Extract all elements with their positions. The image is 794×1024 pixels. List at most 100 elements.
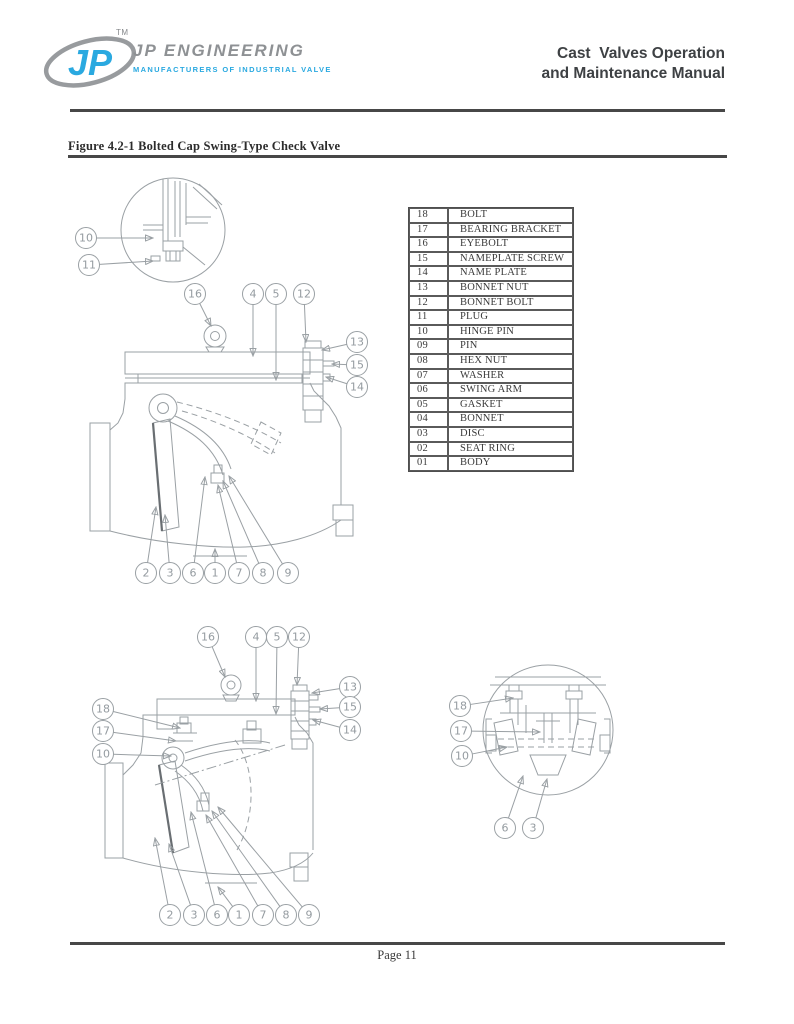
part-name: SEAT RING (448, 441, 573, 457)
callout-number: 10 (79, 232, 93, 245)
callout-circle (339, 719, 361, 741)
part-name: BEARING BRACKET (448, 222, 573, 238)
logo-company-name: JP ENGINEERING (133, 41, 305, 60)
callout-5: 5 (266, 626, 288, 715)
callout-number: 6 (190, 567, 197, 580)
callout-number: 3 (191, 909, 198, 922)
logo-tagline: MANUFACTURERS OF INDUSTRIAL VALVE (133, 65, 332, 74)
callout-circle (204, 562, 226, 584)
callout-leader (199, 303, 211, 326)
callout-circle (288, 626, 310, 648)
callout-circle (75, 227, 97, 249)
part-name: DISC (448, 426, 573, 442)
callout-16: 16 (197, 626, 226, 678)
callout-circle (183, 904, 205, 926)
part-number: 02 (409, 441, 448, 457)
callout-circle (265, 283, 287, 305)
document-title-line2: and Maintenance Manual (541, 65, 725, 83)
part-number: 05 (409, 397, 448, 413)
callout-number: 16 (201, 631, 215, 644)
callout-leader (297, 647, 299, 685)
jp-logo: JP (43, 36, 137, 88)
part-name: BONNET BOLT (448, 295, 573, 311)
callout-circle (184, 283, 206, 305)
part-name: EYEBOLT (448, 237, 573, 252)
callout-leader (223, 481, 260, 564)
callout-leader (211, 646, 225, 677)
callout-12: 12 (288, 626, 310, 686)
callout-number: 3 (167, 567, 174, 580)
callout-17: 17 (450, 720, 541, 742)
callout-leader (312, 688, 340, 693)
callout-circle (450, 720, 472, 742)
figure-caption: Figure 4.2-1 Bolted Cap Swing-Type Check… (68, 139, 341, 153)
callout-leader (332, 364, 347, 365)
caption-rule (68, 155, 727, 158)
callout-circle (346, 376, 368, 398)
footer-rule (70, 942, 725, 945)
callout-15: 15 (320, 696, 361, 718)
valve-body-closed (89, 324, 354, 557)
callout-13: 13 (322, 331, 368, 353)
document-title-line1: Cast Valves Operation (557, 45, 725, 62)
callout-leader (191, 812, 215, 905)
part-number: 15 (409, 251, 448, 267)
part-number: 18 (409, 208, 448, 223)
callout-number: 16 (188, 288, 202, 301)
part-number: 01 (409, 456, 448, 471)
part-number: 17 (409, 222, 448, 238)
part-name: NAME PLATE (448, 266, 573, 281)
callout-leader (193, 477, 205, 563)
callout-circle (522, 817, 544, 839)
callout-7: 7 (206, 815, 274, 926)
part-number: 03 (409, 426, 448, 442)
part-name: PIN (448, 339, 573, 354)
callout-leader (147, 507, 156, 563)
callout-circle (346, 331, 368, 353)
logo-text-block: JP ENGINEERING MANUFACTURERS OF INDUSTRI… (133, 41, 332, 74)
callout-number: 12 (297, 288, 311, 301)
callout-18: 18 (92, 698, 181, 729)
callout-2: 2 (135, 507, 157, 584)
callout-3: 3 (522, 779, 548, 839)
callout-18: 18 (449, 695, 514, 717)
part-number: 08 (409, 353, 448, 369)
part-number: 11 (409, 310, 448, 325)
part-name: BONNET NUT (448, 280, 573, 296)
callout-number: 5 (274, 631, 281, 644)
callout-circle (159, 562, 181, 584)
callout-number: 10 (96, 748, 110, 761)
callout-leader (165, 515, 170, 563)
callout-number: 18 (453, 700, 467, 713)
callout-leader (169, 844, 191, 906)
callout-leader (313, 720, 340, 728)
callout-2: 2 (155, 838, 181, 926)
callout-14: 14 (313, 720, 361, 741)
callout-leader (471, 731, 540, 732)
part-name: SWING ARM (448, 383, 573, 398)
part-name: BODY (448, 456, 573, 471)
callout-1: 1 (218, 887, 250, 926)
callout-leader (326, 377, 348, 385)
callout-circle (228, 904, 250, 926)
part-number: 07 (409, 368, 448, 384)
part-name: BOLT (448, 208, 573, 223)
callout-3: 3 (169, 844, 205, 926)
callout-14: 14 (326, 377, 368, 398)
callout-10: 10 (75, 227, 154, 249)
callout-number: 5 (273, 288, 280, 301)
callout-15: 15 (332, 354, 368, 376)
callout-circle (451, 745, 473, 767)
callout-10: 10 (451, 745, 508, 767)
callout-circle (228, 562, 250, 584)
